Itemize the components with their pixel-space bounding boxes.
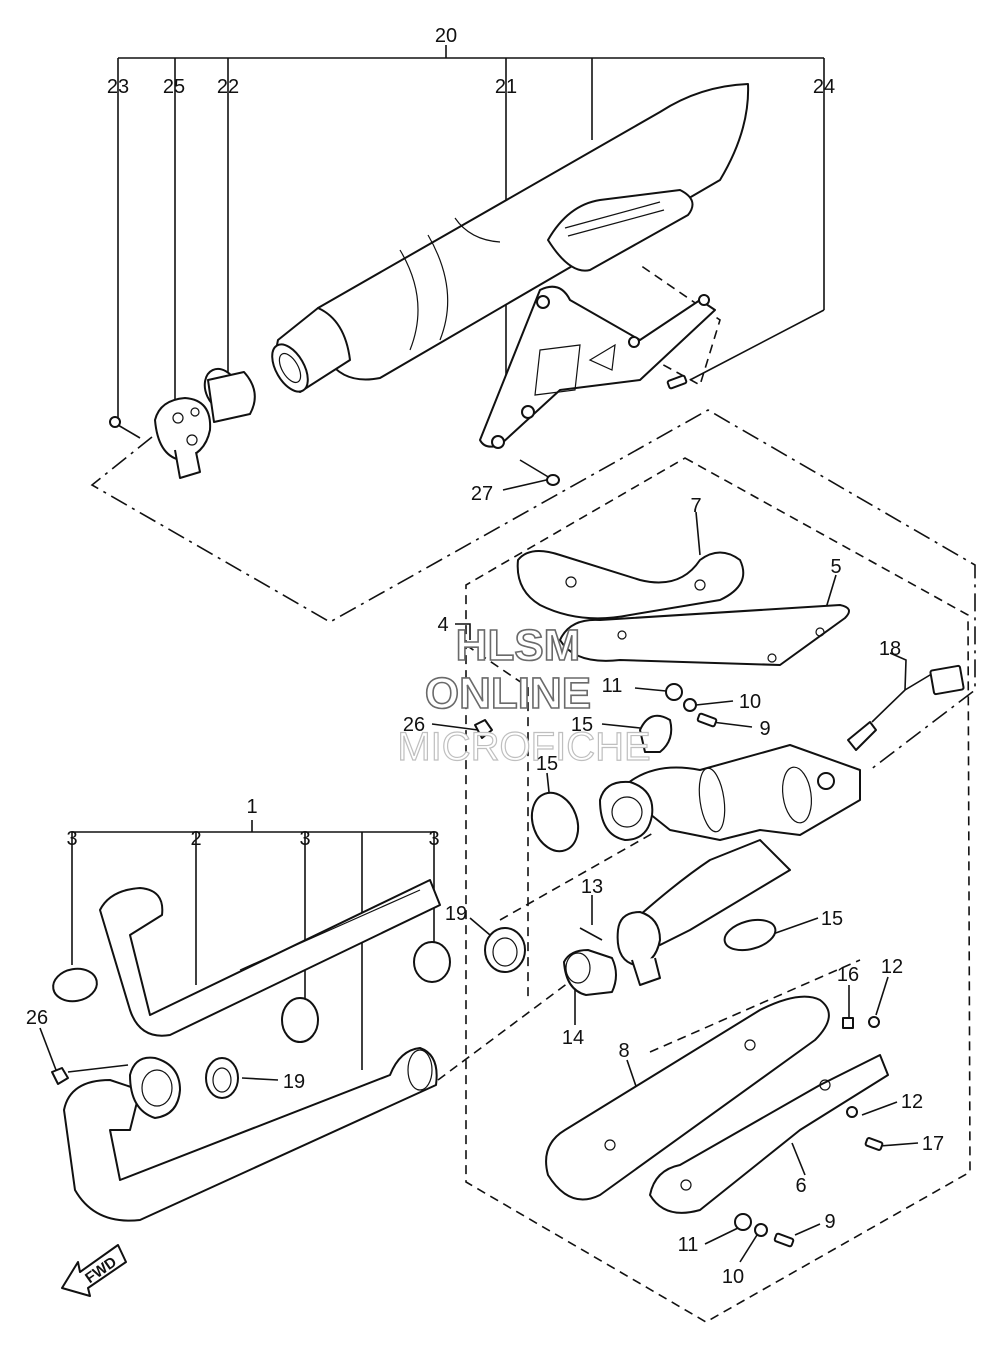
y-pipe — [474, 664, 965, 996]
label-16: 16 — [837, 964, 859, 986]
label-14: 14 — [562, 1027, 584, 1049]
label-25: 25 — [163, 76, 185, 98]
label-3-mid: 3 — [299, 828, 310, 850]
label-3-right: 3 — [428, 828, 439, 850]
label-11-lower: 11 — [678, 1234, 699, 1256]
watermark-line-2: ONLINE — [425, 669, 591, 718]
label-27: 27 — [471, 483, 493, 505]
label-10-lower: 10 — [722, 1266, 744, 1288]
label-13: 13 — [581, 876, 603, 898]
section-outlines — [90, 264, 976, 1323]
label-6: 6 — [795, 1175, 806, 1197]
label-19-upper: 19 — [445, 903, 467, 925]
heat-shields-upper — [516, 550, 850, 666]
label-9-upper: 9 — [759, 718, 770, 740]
label-15-left: 15 — [536, 753, 558, 775]
muffler-assembly — [109, 83, 750, 486]
label-5: 5 — [830, 556, 841, 578]
watermark-line-3: MICROFICHE — [397, 725, 650, 769]
watermark-line-1: HLSM — [456, 621, 581, 670]
label-4: 4 — [437, 614, 448, 636]
part-labels: 20 23 25 22 21 24 27 7 5 4 18 11 10 9 26… — [26, 25, 944, 1288]
label-18: 18 — [879, 638, 901, 660]
heat-shields-lower — [545, 995, 889, 1248]
label-19-lower: 19 — [283, 1071, 305, 1093]
label-3-left: 3 — [66, 828, 77, 850]
label-12-upper: 12 — [881, 956, 903, 978]
watermark: HLSM ONLINE MICROFICHE — [397, 620, 652, 769]
label-26-lower: 26 — [26, 1007, 48, 1029]
label-21: 21 — [495, 76, 517, 98]
label-10-upper: 10 — [739, 691, 761, 713]
header-pipes — [51, 879, 451, 1222]
label-7: 7 — [690, 495, 701, 517]
label-1: 1 — [246, 796, 257, 818]
label-22: 22 — [217, 76, 239, 98]
label-15-upper: 15 — [571, 714, 593, 736]
label-15-right: 15 — [821, 908, 843, 930]
label-12-lower: 12 — [901, 1091, 923, 1113]
label-11-upper: 11 — [602, 675, 623, 697]
fwd-arrow: FWD — [61, 1244, 127, 1297]
label-8: 8 — [618, 1040, 629, 1062]
label-26-upper: 26 — [403, 714, 425, 736]
label-17: 17 — [922, 1133, 944, 1155]
label-9-lower: 9 — [824, 1211, 835, 1233]
label-23: 23 — [107, 76, 129, 98]
label-2: 2 — [190, 828, 201, 850]
label-24: 24 — [813, 76, 835, 98]
label-20: 20 — [435, 25, 457, 47]
